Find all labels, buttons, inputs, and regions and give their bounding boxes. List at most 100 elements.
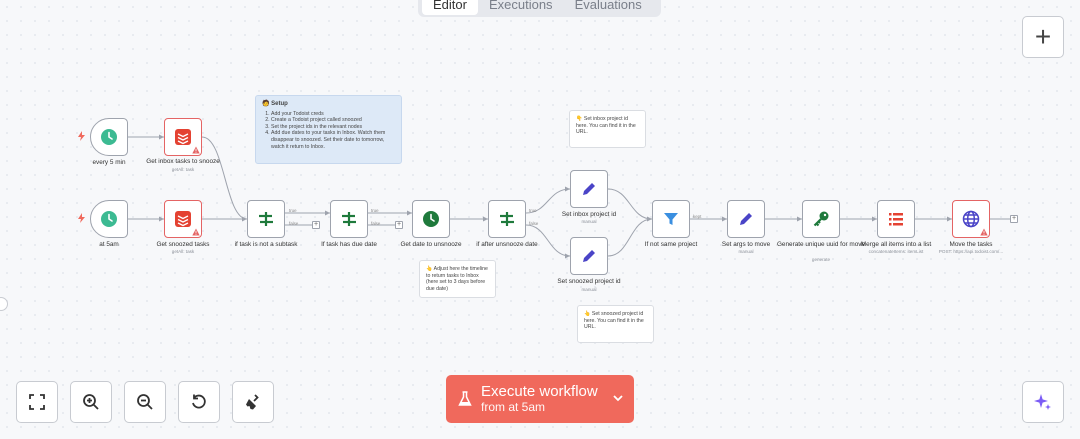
undo-icon [192,394,206,409]
reset-zoom-button[interactable] [178,381,220,423]
clock-icon [423,211,439,227]
node-sublabel: getAll: task [171,167,195,172]
note-text: Set snoozed project id here. You can fin… [584,311,644,331]
bolt-icon [78,131,85,141]
inbox-id-sticky-note[interactable]: 👇 Set inbox project id here. You can fin… [569,110,646,148]
execute-sublabel: from at 5am [481,400,546,414]
port-label-true: true [289,208,297,213]
add-connection-plus[interactable]: + [395,221,403,229]
node-set-args[interactable] [727,200,765,238]
ai-assistant-button[interactable] [1022,381,1064,423]
globe-icon [962,210,980,228]
node-sublabel: concatenateItems: itemList [868,249,924,254]
fit-view-button[interactable] [16,381,58,423]
port-label-false: false [289,221,299,226]
clock-icon [101,129,117,145]
todoist-icon [175,211,191,227]
node-if-due-date[interactable] [330,200,368,238]
sparkle-icon [1034,394,1051,410]
node-label: Set inbox project id [561,211,617,218]
setup-step: Add your Todoist creds [271,111,395,118]
node-every-5-min[interactable] [90,118,128,156]
node-get-date[interactable] [412,200,450,238]
clock-icon [101,211,117,227]
warning-icon [192,146,200,154]
zoom-out-icon [137,394,153,410]
add-connection-plus[interactable]: + [312,221,320,229]
timeline-sticky-note[interactable]: 👆 Adjust here the timeline to return tas… [419,260,496,298]
setup-title: Setup [271,101,288,107]
warning-icon [980,228,988,236]
filter-icon [664,213,678,225]
if-icon [259,212,273,226]
node-sublabel: manual [581,219,597,224]
node-merge-items[interactable] [877,200,915,238]
node-if-after-date[interactable] [488,200,526,238]
node-set-snoozed-id[interactable] [570,237,608,275]
node-set-inbox-id[interactable] [570,170,608,208]
node-label: Get snoozed tasks [156,241,210,248]
node-generate-uuid[interactable] [802,200,840,238]
node-at-5am[interactable] [90,200,128,238]
node-sublabel: manual [738,249,754,254]
node-get-inbox-tasks[interactable] [164,118,202,156]
add-connection-plus[interactable]: + [1010,215,1018,223]
node-label: at 5am [99,241,119,248]
port-label-kept: kept [693,214,702,219]
node-if-not-same-project[interactable] [652,200,690,238]
tidy-up-button[interactable] [232,381,274,423]
list-icon [889,213,903,226]
node-get-snoozed-tasks[interactable] [164,200,202,238]
tab-evaluations[interactable]: Evaluations [574,0,642,12]
setup-step: Set the project ids in the relevant node… [271,124,395,131]
node-label: Get date to unsnooze [400,241,462,248]
flask-icon [458,391,472,406]
node-sublabel: getAll: task [171,249,195,254]
port-label-true: true [529,208,537,213]
node-if-not-subtask[interactable] [247,200,285,238]
key-icon [813,211,829,227]
execute-workflow-button[interactable]: Execute workflow from at 5am [446,375,634,423]
add-node-button[interactable]: + [1022,16,1064,58]
node-sublabel: POST: https://api.todoist.com/... [938,249,1004,254]
snoozed-id-sticky-note[interactable]: 👆 Set snoozed project id here. You can f… [577,305,654,343]
note-text: Set inbox project id here. You can find … [576,116,636,136]
node-label: Generate unique uuid for move [776,241,866,248]
point-up-icon: 👆 [426,266,433,272]
note-text: Adjust here the timeline to return tasks… [426,266,488,292]
tab-editor[interactable]: Editor [422,0,478,15]
node-label: If task has due date [321,241,377,248]
zoom-in-button[interactable] [70,381,112,423]
pencil-icon [583,183,595,195]
person-icon: 🧑 [262,101,270,107]
broom-icon [246,394,259,410]
node-move-tasks[interactable] [952,200,990,238]
chevron-down-icon[interactable] [612,392,624,404]
point-up-icon: 👆 [584,311,591,317]
pencil-icon [583,250,595,262]
setup-sticky-note[interactable]: 🧑 Setup Add your Todoist creds Create a … [255,95,402,164]
zoom-out-button[interactable] [124,381,166,423]
todoist-icon [175,129,191,145]
node-sublabel: manual [581,287,597,292]
node-label: every 5 min [92,159,126,166]
pencil-icon [740,213,752,225]
setup-step: Add due dates to your tasks in Inbox. Wa… [271,130,395,150]
node-label: Get inbox tasks to snooze [146,158,220,165]
execute-label: Execute workflow [481,383,598,400]
port-label-false: false [529,221,539,226]
bolt-icon [78,213,85,223]
port-label-true: true [371,208,379,213]
point-down-icon: 👇 [576,116,583,122]
fullscreen-icon [29,394,45,410]
plus-icon: + [1034,21,1052,52]
setup-step: Create a Todoist project called snoozed [271,117,395,124]
if-icon [342,212,356,226]
node-label: if after unsnooze date [476,241,538,248]
tab-executions[interactable]: Executions [488,0,553,12]
node-label: Set snoozed project id [557,278,621,285]
warning-icon [192,228,200,236]
if-icon [500,212,514,226]
node-label: Move the tasks [949,241,993,248]
